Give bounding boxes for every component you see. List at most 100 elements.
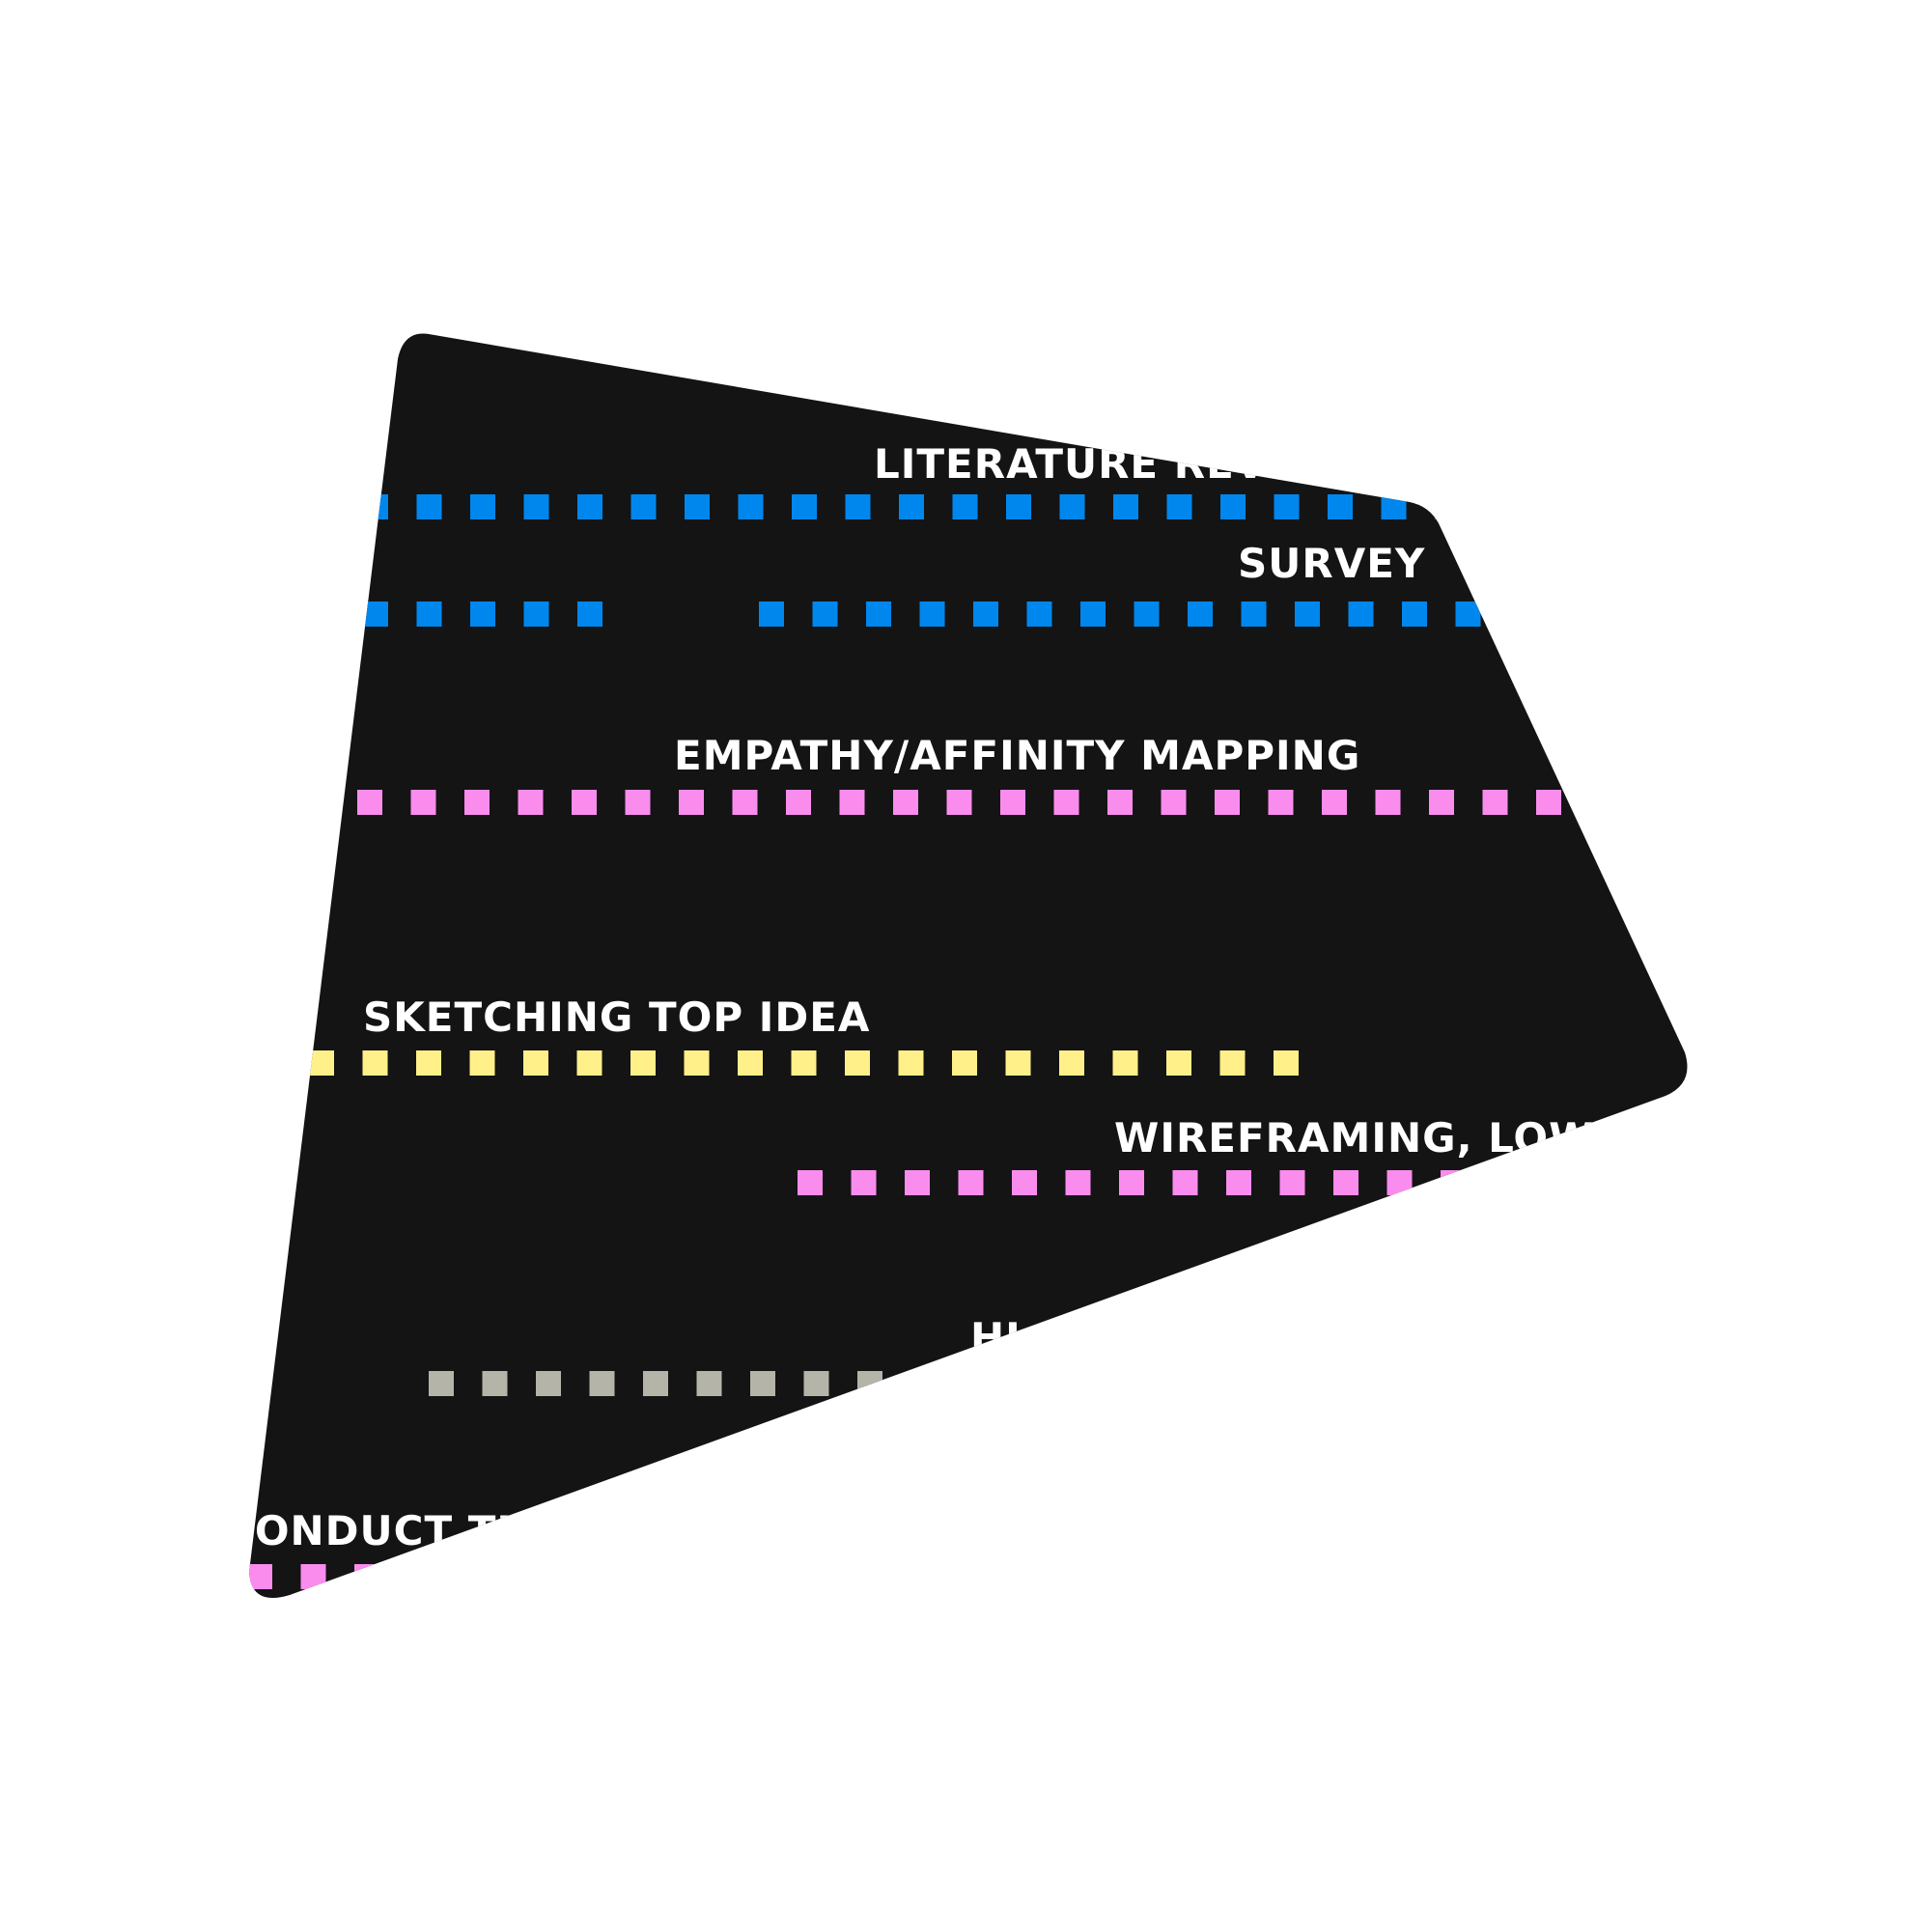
progress-dot xyxy=(1119,1170,1144,1195)
progress-dot xyxy=(482,1371,508,1396)
progress-dot xyxy=(1435,494,1460,519)
task-label-empathy-affinity-mapping: EMPATHY/AFFINITY MAPPING xyxy=(674,732,1360,779)
progress-dot xyxy=(685,494,710,519)
progress-dot xyxy=(965,1371,990,1396)
progress-dot xyxy=(362,1050,388,1076)
progress-dot xyxy=(577,494,602,519)
progress-dot xyxy=(1134,602,1160,627)
progress-dot xyxy=(786,790,811,815)
progress-dot xyxy=(1268,790,1294,815)
progress-dot xyxy=(363,494,388,519)
progress-dot xyxy=(1080,602,1106,627)
progress-dot xyxy=(1226,1170,1251,1195)
progress-dot xyxy=(1601,1170,1627,1195)
progress-dot xyxy=(576,1050,602,1076)
progress-dot xyxy=(866,602,891,627)
progress-dot xyxy=(1059,1050,1084,1076)
progress-dot xyxy=(1053,790,1079,815)
progress-dot xyxy=(905,1170,930,1195)
progress-dot xyxy=(1386,1170,1413,1195)
progress-dot xyxy=(643,1371,668,1396)
progress-dot xyxy=(1026,602,1052,627)
progress-dot xyxy=(1012,1170,1037,1195)
progress-dot xyxy=(738,1050,763,1076)
progress-dot xyxy=(1455,602,1481,627)
progress-dot xyxy=(1006,494,1031,519)
progress-dot xyxy=(1005,1050,1031,1076)
progress-dot xyxy=(952,494,978,519)
dotted-bar-survey xyxy=(363,602,1481,627)
progress-dot xyxy=(1107,790,1133,815)
progress-dot xyxy=(845,1050,870,1076)
progress-dot xyxy=(523,1050,548,1076)
progress-dot xyxy=(1059,494,1085,519)
progress-dot xyxy=(523,494,549,519)
dotted-bar-literature-review xyxy=(363,494,1460,519)
progress-dot xyxy=(845,494,871,519)
progress-dot xyxy=(792,494,817,519)
progress-dot xyxy=(470,602,495,627)
progress-dot xyxy=(410,790,436,815)
progress-dot xyxy=(791,1050,817,1076)
progress-dot xyxy=(1279,1170,1305,1195)
progress-dot xyxy=(684,1050,710,1076)
progress-dot xyxy=(416,494,442,519)
progress-dot xyxy=(1113,494,1138,519)
progress-dot xyxy=(1065,1170,1091,1195)
progress-dot xyxy=(1112,1050,1138,1076)
task-label-literature-review: LITERATURE REVIEW xyxy=(874,440,1358,488)
progress-dot xyxy=(625,790,651,815)
progress-dot xyxy=(309,1050,334,1076)
progress-dot xyxy=(857,1371,882,1396)
task-label-wireframing-low-fi: WIREFRAMING, LOW-FI xyxy=(1114,1114,1655,1161)
task-empathy-affinity-mapping: EMPATHY/AFFINITY MAPPING xyxy=(357,732,1561,815)
progress-dot xyxy=(1548,1170,1573,1195)
progress-dot xyxy=(851,1170,877,1195)
dark-board-panel xyxy=(249,333,1688,1598)
progress-dot xyxy=(1188,602,1213,627)
progress-dot xyxy=(470,494,495,519)
progress-dot xyxy=(416,602,442,627)
progress-dot xyxy=(572,790,597,815)
progress-dot xyxy=(429,1371,454,1396)
progress-dot xyxy=(416,1050,441,1076)
progress-dot xyxy=(518,790,544,815)
progress-dot xyxy=(577,602,602,627)
progress-dot xyxy=(759,602,784,627)
progress-dot xyxy=(1220,494,1246,519)
progress-dot xyxy=(1166,494,1192,519)
progress-dot xyxy=(1429,790,1454,815)
progress-dot xyxy=(1381,494,1407,519)
progress-dot xyxy=(523,602,549,627)
progress-dot xyxy=(1274,494,1300,519)
progress-dot xyxy=(750,1371,775,1396)
progress-dot xyxy=(1322,790,1347,815)
progress-dot xyxy=(839,790,865,815)
progress-dot xyxy=(738,494,764,519)
progress-dot xyxy=(469,1050,495,1076)
task-label-conduct-testing: CONDUCT TESTING xyxy=(224,1507,669,1554)
progress-dot xyxy=(1161,790,1187,815)
progress-dot xyxy=(973,602,998,627)
progress-dot xyxy=(1215,790,1240,815)
progress-dot xyxy=(898,1050,924,1076)
progress-dot xyxy=(919,602,945,627)
task-label-sketching-top-idea: SKETCHING TOP IDEA xyxy=(363,993,870,1041)
progress-dot xyxy=(812,602,838,627)
progress-dot xyxy=(1494,1170,1520,1195)
progress-dot xyxy=(1441,1170,1466,1195)
progress-dot xyxy=(1274,1050,1299,1076)
progress-dot xyxy=(1000,790,1025,815)
progress-dot xyxy=(899,494,924,519)
progress-dot xyxy=(952,1050,977,1076)
dotted-bar-sketching-top-idea xyxy=(309,1050,1299,1076)
progress-dot xyxy=(589,1371,615,1396)
progress-dot xyxy=(464,790,490,815)
progress-dot xyxy=(1375,790,1401,815)
progress-dot xyxy=(798,1170,823,1195)
progress-dot xyxy=(407,1564,434,1589)
progress-dot xyxy=(536,1371,561,1396)
task-label-survey: SURVEY xyxy=(1238,540,1425,587)
progress-dot xyxy=(630,1050,656,1076)
